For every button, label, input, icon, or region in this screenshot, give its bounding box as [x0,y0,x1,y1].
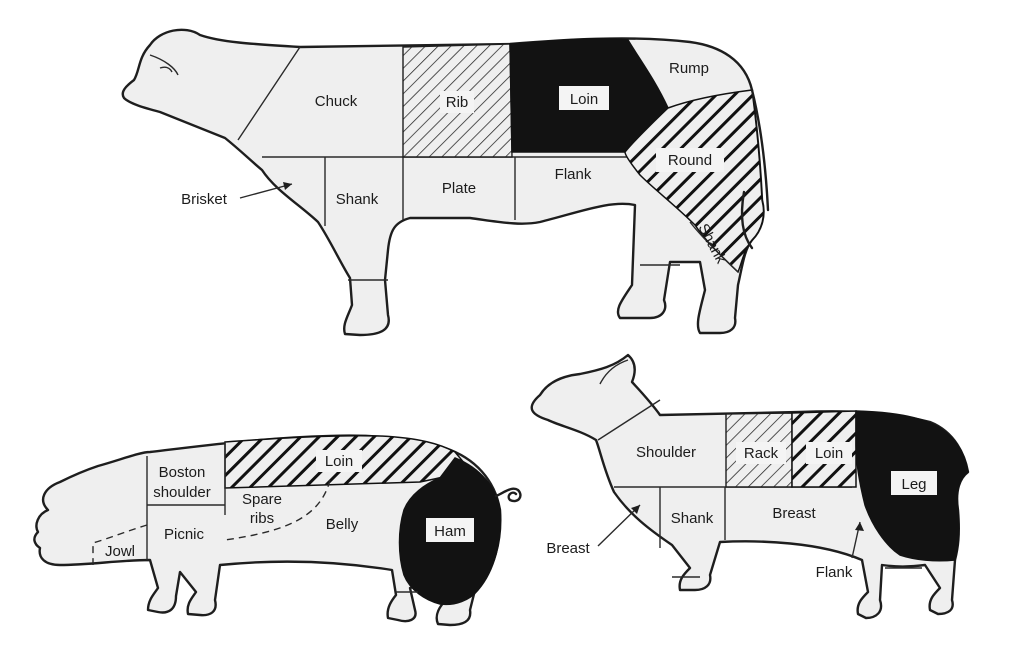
cow-label-chuck: Chuck [315,93,358,110]
lamb-label-shank: Shank [671,510,714,527]
pig-label-belly: Belly [326,516,359,533]
lamb-label-breast-inner: Breast [772,505,816,522]
lamb-figure: Shoulder Rack Loin Leg Shank Breast Brea… [532,355,968,618]
lamb-label-flank: Flank [816,564,853,581]
pig-label-loin: Loin [325,453,353,470]
cow-label-rib: Rib [446,94,469,111]
cow-label-flank: Flank [555,166,592,183]
pig-tail [496,489,520,501]
pig-label-jowl: Jowl [105,543,135,560]
cow-label-round: Round [668,152,712,169]
pig-label-ham: Ham [434,523,466,540]
pig-label-boston-2: shoulder [153,484,211,501]
lamb-label-loin: Loin [815,445,843,462]
cow-label-rump: Rump [669,60,709,77]
lamb-label-rack: Rack [744,445,779,462]
pig-label-spare-2: ribs [250,510,274,527]
pig-figure: Boston shoulder Loin Spare ribs Belly Ha… [34,436,520,625]
cow-figure: Chuck Rib Loin Rump Round Brisket Shank … [123,30,768,335]
cow-label-shank-fore: Shank [336,191,379,208]
cow-label-loin: Loin [570,91,598,108]
pig-label-spare-1: Spare [242,491,282,508]
lamb-label-breast-outer: Breast [546,540,590,557]
lamb-breast-arrow [598,505,640,546]
pig-label-picnic: Picnic [164,526,205,543]
lamb-label-leg: Leg [901,476,926,493]
cow-label-plate: Plate [442,180,476,197]
pig-label-boston-1: Boston [159,464,206,481]
cow-label-brisket: Brisket [181,191,228,208]
lamb-label-shoulder: Shoulder [636,444,696,461]
